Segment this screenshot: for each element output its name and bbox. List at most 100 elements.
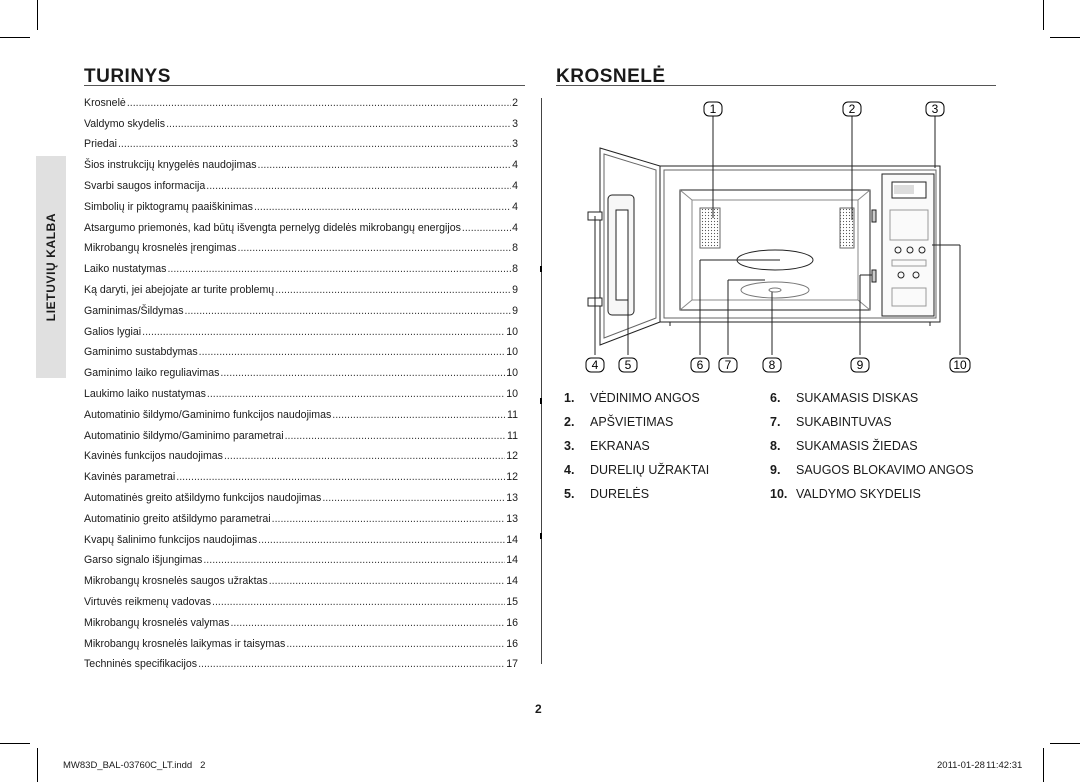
toc-dot-leader bbox=[118, 138, 511, 151]
toc-item-label: Simbolių ir piktogramų paaiškinimas bbox=[84, 200, 253, 213]
toc-dot-leader bbox=[230, 617, 505, 630]
toc-item-label: Laukimo laiko nustatymas bbox=[84, 387, 206, 400]
footer-time: 11:42:31 bbox=[986, 760, 1023, 771]
oven-diagram: 1 2 3 4 5 6 7 8 9 10 bbox=[585, 101, 971, 373]
divider-tick bbox=[540, 533, 542, 539]
toc-item-label: Priedai bbox=[84, 138, 117, 151]
toc-item-label: Atsargumo priemonės, kad būtų išvengta p… bbox=[84, 221, 461, 234]
toc-item-page: 3 bbox=[512, 117, 518, 130]
toc-item-label: Kavinės parametrai bbox=[84, 471, 176, 484]
divider-tick bbox=[540, 266, 542, 272]
page-number: 2 bbox=[535, 702, 542, 716]
language-tab: LIETUVIŲ KALBA bbox=[36, 156, 66, 378]
column-divider bbox=[541, 98, 542, 664]
toc-dot-leader bbox=[142, 326, 505, 339]
toc-item: Laukimo laiko nustatymas10 bbox=[84, 380, 518, 401]
oven-title: KROSNELĖ bbox=[556, 66, 666, 87]
toc-item-label: Techninės specifikacijos bbox=[84, 658, 198, 671]
legend-item: 3.EKRANAS bbox=[564, 439, 650, 453]
toc-item-label: Galios lygiai bbox=[84, 325, 142, 338]
callout-2: 2 bbox=[849, 102, 856, 116]
legend-item: 2.APŠVIETIMAS bbox=[564, 415, 674, 429]
toc-title-rule bbox=[84, 85, 525, 86]
toc-dot-leader bbox=[199, 346, 506, 359]
toc-item: Automatinės greito atšildymo funkcijos n… bbox=[84, 484, 518, 505]
toc-item: Mikrobangų krosnelės valymas 16 bbox=[84, 609, 518, 630]
toc-item: Gaminimo sustabdymas10 bbox=[84, 339, 518, 360]
toc-item-page: 12 bbox=[506, 471, 518, 484]
toc-dot-leader bbox=[207, 388, 505, 401]
callout-3: 3 bbox=[932, 102, 939, 116]
toc-item-label: Automatinės greito atšildymo funkcijos n… bbox=[84, 491, 322, 504]
toc-item: Atsargumo priemonės, kad būtų išvengta p… bbox=[84, 214, 518, 235]
toc-item-label: Krosnelė bbox=[84, 96, 126, 109]
toc-item-page: 14 bbox=[506, 533, 518, 546]
callout-6: 6 bbox=[697, 358, 704, 372]
toc-item-label: Gaminimas/Šildymas bbox=[84, 304, 184, 317]
crop-mark bbox=[0, 37, 30, 38]
toc-dot-leader bbox=[258, 534, 505, 547]
toc-item: Kavinės funkcijos naudojimas 12 bbox=[84, 443, 518, 464]
toc-item: Automatinio šildymo/Gaminimo parametrai1… bbox=[84, 422, 518, 443]
toc-item-page: 12 bbox=[506, 450, 518, 463]
toc-item-page: 16 bbox=[506, 616, 518, 629]
legend-item: 10.VALDYMO SKYDELIS bbox=[770, 487, 921, 501]
toc-item-label: Šios instrukcijų knygelės naudojimas bbox=[84, 159, 257, 172]
toc-item: Automatinio šildymo/Gaminimo funkcijos n… bbox=[84, 401, 518, 422]
legend-item: 8.SUKAMASIS ŽIEDAS bbox=[770, 439, 918, 453]
toc-item: Simbolių ir piktogramų paaiškinimas 4 bbox=[84, 193, 518, 214]
table-of-contents: Krosnelė2Valdymo skydelis3Priedai3Šios i… bbox=[84, 89, 518, 671]
toc-dot-leader bbox=[254, 201, 511, 214]
toc-item-label: Laiko nustatymas bbox=[84, 263, 167, 276]
toc-item: Techninės specifikacijos17 bbox=[84, 651, 518, 672]
crop-mark bbox=[1050, 37, 1080, 38]
toc-item-page: 15 bbox=[506, 595, 518, 608]
toc-item: Kavinės parametrai 12 bbox=[84, 463, 518, 484]
legend-item: 9.SAUGOS BLOKAVIMO ANGOS bbox=[770, 463, 974, 477]
toc-dot-leader bbox=[238, 242, 512, 255]
toc-item-label: Kvapų šalinimo funkcijos naudojimas bbox=[84, 533, 258, 546]
toc-item-label: Mikrobangų krosnelės valymas bbox=[84, 616, 230, 629]
toc-item-page: 4 bbox=[512, 159, 518, 172]
crop-mark bbox=[1050, 743, 1080, 744]
toc-item-label: Automatinio greito atšildymo parametrai bbox=[84, 512, 271, 525]
legend-item: 7.SUKABINTUVAS bbox=[770, 415, 892, 429]
toc-dot-leader bbox=[286, 638, 505, 651]
toc-dot-leader bbox=[322, 492, 505, 505]
toc-item: Svarbi saugos informacija4 bbox=[84, 172, 518, 193]
toc-item-label: Mikrobangų krosnelės įrengimas bbox=[84, 242, 237, 255]
toc-item-page: 11 bbox=[507, 429, 518, 442]
toc-dot-leader bbox=[332, 409, 506, 422]
toc-item-page: 4 bbox=[512, 200, 518, 213]
toc-dot-leader bbox=[224, 450, 505, 463]
toc-item-label: Garso signalo išjungimas bbox=[84, 554, 203, 567]
toc-item-label: Ką daryti, jei abejojate ar turite probl… bbox=[84, 283, 275, 296]
toc-item: Priedai3 bbox=[84, 131, 518, 152]
callout-1: 1 bbox=[710, 102, 717, 116]
toc-dot-leader bbox=[462, 222, 511, 235]
toc-item: Šios instrukcijų knygelės naudojimas 4 bbox=[84, 151, 518, 172]
toc-item: Mikrobangų krosnelės laikymas ir taisyma… bbox=[84, 630, 518, 651]
toc-dot-leader bbox=[176, 471, 505, 484]
legend-item: 4.DURELIŲ UŽRAKTAI bbox=[564, 463, 710, 477]
footer-date: 2011-01-28 bbox=[937, 760, 985, 771]
toc-item-page: 13 bbox=[506, 512, 518, 525]
toc-item-page: 2 bbox=[512, 96, 518, 109]
toc-item: Gaminimo laiko reguliavimas10 bbox=[84, 359, 518, 380]
toc-dot-leader bbox=[269, 575, 505, 588]
toc-dot-leader bbox=[212, 596, 505, 609]
toc-item: Laiko nustatymas8 bbox=[84, 255, 518, 276]
toc-item-page: 13 bbox=[506, 491, 518, 504]
toc-item: Kvapų šalinimo funkcijos naudojimas 14 bbox=[84, 526, 518, 547]
toc-item-page: 10 bbox=[506, 367, 518, 380]
toc-dot-leader bbox=[127, 97, 511, 110]
toc-dot-leader bbox=[198, 658, 505, 671]
divider-tick bbox=[540, 398, 542, 404]
toc-dot-leader bbox=[272, 513, 506, 526]
toc-item: Garso signalo išjungimas14 bbox=[84, 547, 518, 568]
language-tab-label: LIETUVIŲ KALBA bbox=[44, 212, 58, 322]
legend-item: 6.SUKAMASIS DISKAS bbox=[770, 391, 919, 405]
toc-item: Valdymo skydelis3 bbox=[84, 110, 518, 131]
toc-item: Mikrobangų krosnelės įrengimas8 bbox=[84, 235, 518, 256]
toc-item-label: Kavinės funkcijos naudojimas bbox=[84, 450, 223, 463]
